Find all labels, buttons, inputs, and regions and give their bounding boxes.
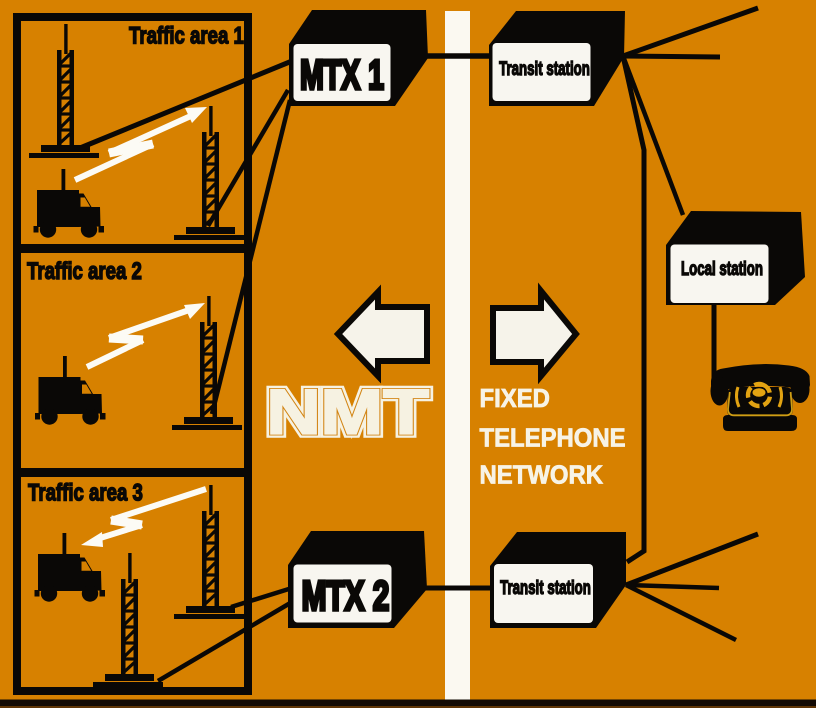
svg-text:NMT: NMT [267, 376, 429, 447]
svg-text:NMT: NMT [267, 376, 429, 447]
svg-text:FIXED: FIXED [480, 384, 550, 413]
svg-text:Traffic area 1: Traffic area 1 [129, 21, 244, 49]
svg-text:Transit station: Transit station [499, 59, 590, 80]
svg-text:Transit station: Transit station [500, 578, 591, 599]
svg-text:Traffic area 3: Traffic area 3 [28, 478, 143, 506]
svg-text:MTX 2: MTX 2 [302, 572, 390, 619]
svg-text:Local station: Local station [681, 259, 763, 280]
svg-text:TELEPHONE: TELEPHONE [480, 424, 626, 453]
svg-text:Traffic area 2: Traffic area 2 [27, 256, 142, 284]
svg-text:NETWORK: NETWORK [480, 461, 604, 490]
svg-text:MTX 1: MTX 1 [300, 50, 384, 98]
svg-text:NMT: NMT [267, 376, 429, 447]
